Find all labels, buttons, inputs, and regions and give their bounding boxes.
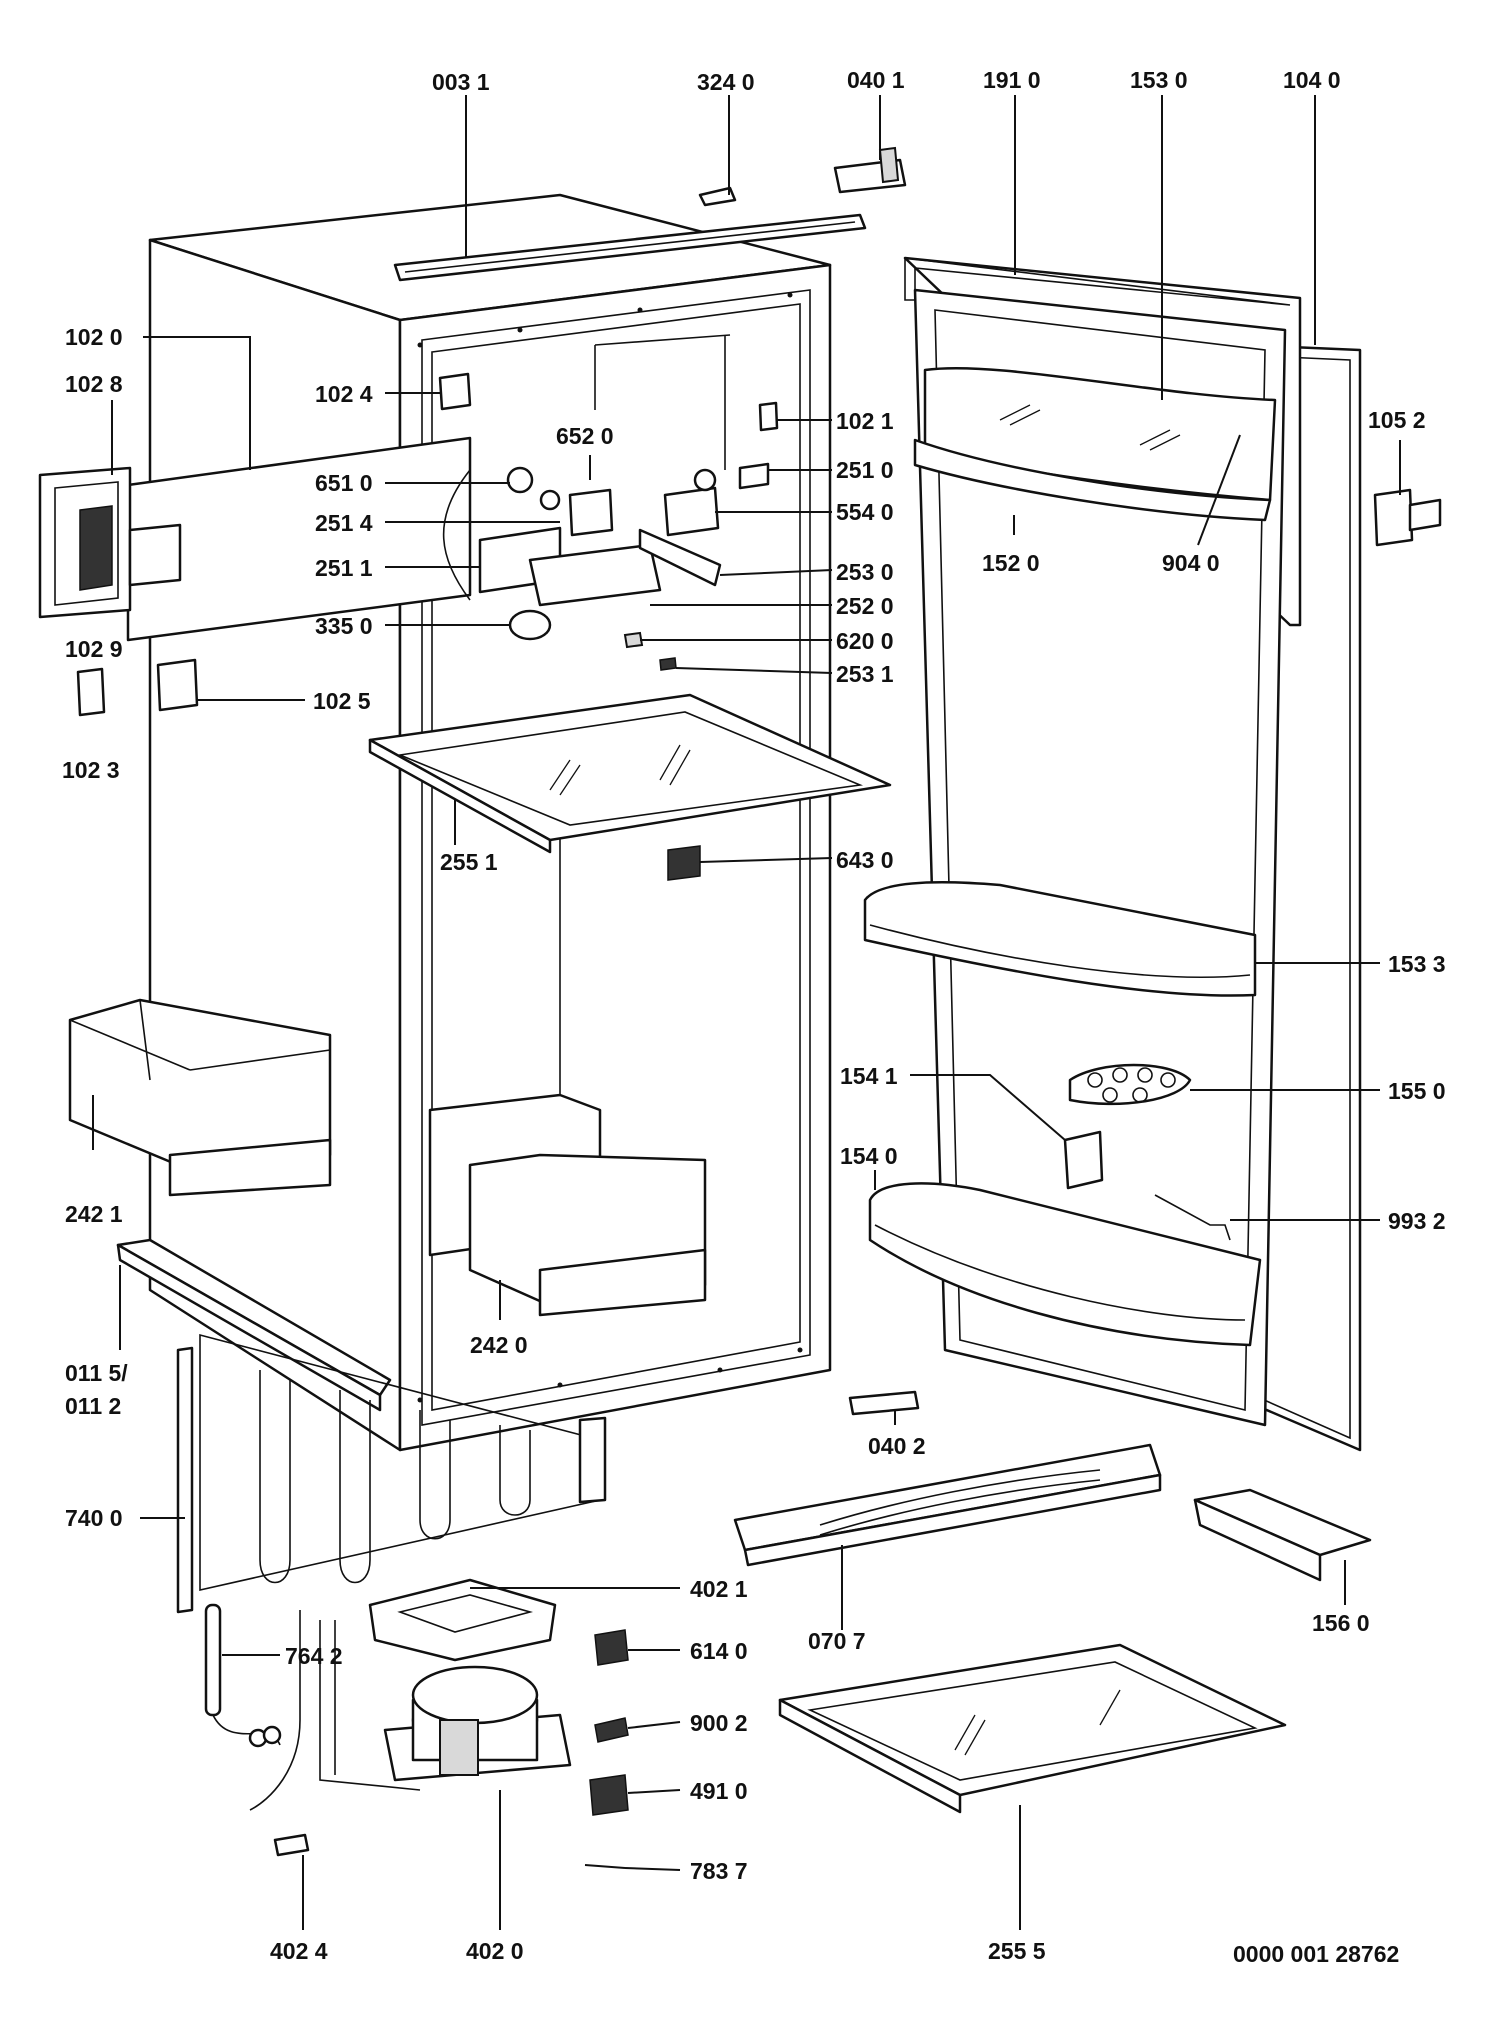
upper-glass-shelf	[368, 693, 892, 854]
label-255-5: 255 5	[988, 1938, 1046, 1964]
bottom-hinge	[848, 1390, 920, 1416]
clip-251-0	[738, 462, 770, 490]
label-102-4: 102 4	[315, 381, 373, 407]
label-040-1: 040 1	[847, 67, 905, 93]
spring-part	[1154, 1194, 1231, 1241]
top-trim-strip	[393, 213, 867, 282]
base-rail	[733, 1443, 1162, 1567]
label-255-1: 255 1	[440, 849, 498, 875]
connector-900-2	[594, 1717, 629, 1743]
filter-drier	[249, 1610, 301, 1811]
control-panel	[38, 436, 472, 642]
label-554-0: 554 0	[836, 499, 894, 525]
label-643-0: 643 0	[836, 847, 894, 873]
label-003-1: 003 1	[432, 69, 490, 95]
label-335-0: 335 0	[315, 613, 373, 639]
label-402-4: 402 4	[270, 1938, 328, 1964]
label-251-0: 251 0	[836, 457, 894, 483]
clip-402-4	[273, 1833, 310, 1857]
label-154-1: 154 1	[840, 1063, 898, 1089]
label-904-0: 904 0	[1162, 550, 1220, 576]
label-191-0: 191 0	[983, 67, 1041, 93]
label-242-1: 242 1	[65, 1201, 123, 1227]
holder-102-5	[156, 658, 199, 712]
cover-clip	[698, 186, 737, 207]
label-011-5: 011 5/	[65, 1360, 128, 1386]
label-900-2: 900 2	[690, 1710, 748, 1736]
capillary-tube	[319, 1620, 421, 1791]
terminal-cover-491-0	[589, 1774, 629, 1816]
label-491-0: 491 0	[690, 1778, 748, 1804]
label-251-1: 251 1	[315, 555, 373, 581]
compressor	[383, 1665, 572, 1782]
ice-cube-tray	[1193, 1488, 1372, 1582]
bracket-102-3	[76, 667, 106, 717]
condenser-coil	[176, 1333, 607, 1614]
drawing-number: 0000 001 28762	[1233, 1941, 1399, 1967]
label-402-0: 402 0	[466, 1938, 524, 1964]
bottle-holder	[1063, 1130, 1104, 1190]
bottom-rail	[116, 1238, 392, 1412]
label-040-2: 040 2	[868, 1433, 926, 1459]
label-651-0: 651 0	[315, 470, 373, 496]
label-102-5: 102 5	[313, 688, 371, 714]
crisper-drawer-left	[68, 998, 332, 1197]
label-156-0: 156 0	[1312, 1610, 1370, 1636]
relay-614-0	[594, 1629, 629, 1666]
label-614-0: 614 0	[690, 1638, 748, 1664]
crisper-drawer-inner	[428, 1093, 707, 1317]
label-620-0: 620 0	[836, 628, 894, 654]
label-102-0: 102 0	[65, 324, 123, 350]
door-shelf-middle	[863, 880, 1257, 997]
leader-lines	[92, 95, 1401, 1930]
label-253-0: 253 0	[836, 559, 894, 585]
label-102-9: 102 9	[65, 636, 123, 662]
lower-glass-shelf	[778, 1643, 1287, 1814]
label-740-0: 740 0	[65, 1505, 123, 1531]
label-155-0: 155 0	[1388, 1078, 1446, 1104]
light-switch-643-0	[667, 845, 701, 881]
label-783-7: 783 7	[690, 1858, 748, 1884]
clip-102-1	[758, 401, 779, 432]
label-652-0: 652 0	[556, 423, 614, 449]
label-102-3: 102 3	[62, 757, 120, 783]
label-102-8: 102 8	[65, 371, 123, 397]
label-102-1: 102 1	[836, 408, 894, 434]
door-hinge-side	[1373, 488, 1442, 547]
label-153-0: 153 0	[1130, 67, 1188, 93]
label-402-1: 402 1	[690, 1576, 748, 1602]
label-011-2: 011 2	[65, 1393, 121, 1419]
pin-783-7	[584, 1864, 626, 1869]
label-324-0: 324 0	[697, 69, 755, 95]
label-252-0: 252 0	[836, 593, 894, 619]
door-shelf-top	[913, 367, 1277, 522]
label-251-4: 251 4	[315, 510, 373, 536]
label-153-3: 153 3	[1388, 951, 1446, 977]
temperature-sensor	[204, 1603, 282, 1748]
label-152-0: 152 0	[982, 550, 1040, 576]
label-154-0: 154 0	[840, 1143, 898, 1169]
thermostat-assembly	[442, 466, 722, 671]
label-253-1: 253 1	[836, 661, 894, 687]
door-shelf-bottom	[868, 1182, 1262, 1347]
egg-tray	[1068, 1063, 1192, 1106]
door	[903, 256, 1362, 1452]
part-labels: 003 1 324 0 040 1 191 0 153 0 104 0 102 …	[62, 67, 1446, 1967]
clip-102-4	[438, 372, 472, 411]
top-hinge	[833, 146, 907, 194]
label-993-2: 993 2	[1388, 1208, 1446, 1234]
label-242-0: 242 0	[470, 1332, 528, 1358]
compressor-tray	[368, 1578, 557, 1662]
label-105-2: 105 2	[1368, 407, 1426, 433]
label-104-0: 104 0	[1283, 67, 1341, 93]
label-070-7: 070 7	[808, 1628, 866, 1654]
label-764-2: 764 2	[285, 1643, 343, 1669]
